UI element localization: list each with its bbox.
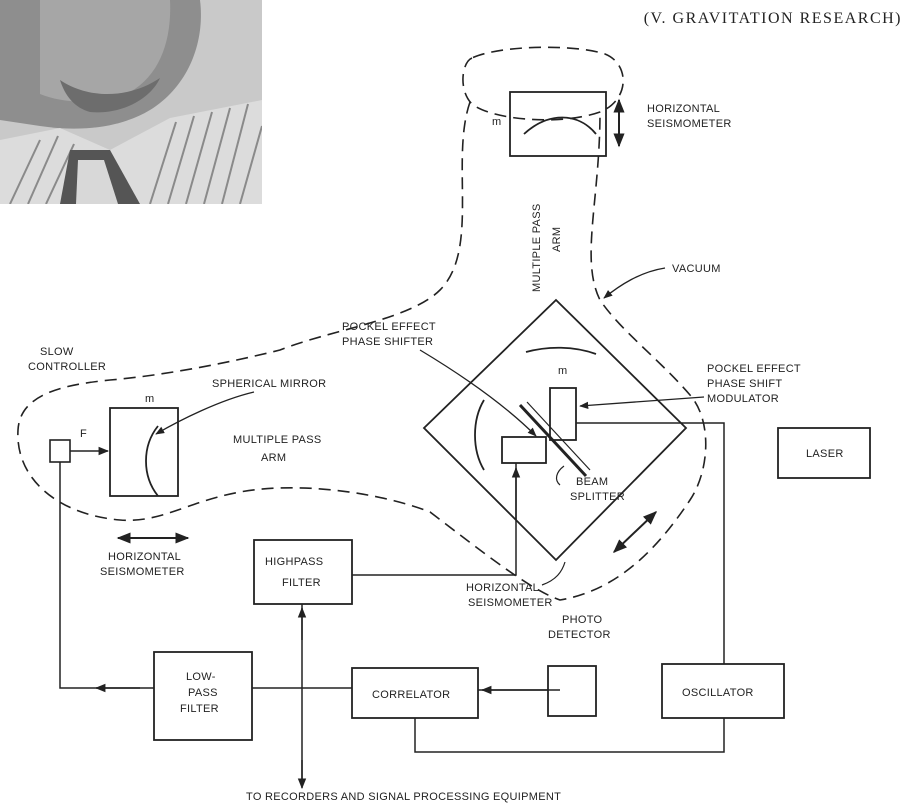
vacuum-pointer [603, 267, 666, 299]
horizontal-arm-label-1: MULTIPLE PASS [233, 434, 321, 446]
laser-box [777, 427, 871, 479]
force-actuator-box [49, 439, 71, 463]
vacuum-enclosure [17, 46, 707, 601]
highpass-filter-box [253, 539, 353, 605]
slow-controller-label-1: SLOW [40, 346, 74, 358]
highpass-filter-label-2: FILTER [282, 577, 321, 589]
beam-splitter-label-1: BEAM [576, 476, 608, 488]
top-mirror [523, 116, 597, 135]
lowpass-filter-label-3: FILTER [180, 703, 219, 715]
top-mass-label: m [492, 116, 501, 128]
beam-splitter-pointer [555, 465, 565, 486]
top-seismometer-label-1: HORIZONTAL [647, 103, 720, 115]
phase-shift-modulator-block [549, 387, 577, 441]
bottom-seismometer-label-2: SEISMOMETER [468, 597, 553, 609]
slow-controller-label-2: CONTROLLER [28, 361, 106, 373]
force-label: F [80, 428, 87, 440]
spherical-mirror-pointer [155, 391, 255, 435]
vacuum-label: VACUUM [672, 263, 721, 275]
photo-detector-box [547, 665, 597, 717]
correlator-label: CORRELATOR [372, 689, 450, 701]
vertical-arm-label-2: ARM [551, 227, 563, 252]
phase-shifter-block [501, 436, 547, 464]
signal-wiring [59, 422, 725, 780]
spherical-mirror-label: SPHERICAL MIRROR [212, 378, 326, 390]
oscillator-box [661, 663, 785, 719]
left-seismometer-label-2: SEISMOMETER [100, 566, 185, 578]
spherical-mirror [145, 425, 159, 497]
vertical-arm-label-1: MULTIPLE PASS [531, 204, 543, 292]
beam-splitter-label-2: SPLITTER [570, 491, 625, 503]
modulator-pointer [579, 396, 705, 410]
modulator-label-1: POCKEL EFFECT [707, 363, 801, 375]
modulator-label-3: MODULATOR [707, 393, 779, 405]
lowpass-filter-box [153, 651, 253, 741]
chamber-mass-label: m [558, 365, 567, 377]
horizontal-arm-label-2: ARM [261, 452, 286, 464]
phase-shifter-label-1: POCKEL EFFECT [342, 321, 436, 333]
laser-label: LASER [806, 448, 844, 460]
lowpass-filter-label-1: LOW- [186, 671, 216, 683]
top-seismometer-label-2: SEISMOMETER [647, 118, 732, 130]
bottom-seismometer-label-1: HORIZONTAL [466, 582, 539, 594]
photo-detector-label-1: PHOTO [562, 614, 603, 626]
vacuum-chamber-diamond [422, 298, 688, 562]
bottom-seismometer-arrow [612, 511, 658, 553]
left-mirror [474, 399, 485, 471]
portrait-image [0, 0, 262, 204]
recorders-label: TO RECORDERS AND SIGNAL PROCESSING EQUIP… [246, 791, 561, 803]
phase-shifter-pointer [419, 349, 537, 437]
left-mass-box [109, 407, 179, 497]
photo-detector-label-2: DETECTOR [548, 629, 611, 641]
left-seismometer-label-1: HORIZONTAL [108, 551, 181, 563]
upper-mirror [525, 346, 597, 355]
phase-shifter-label-2: PHASE SHIFTER [342, 336, 433, 348]
beam-splitter [518, 403, 588, 478]
beam-splitter-edge [526, 401, 591, 471]
portrait-photo [0, 0, 262, 204]
left-mass-label: m [145, 393, 154, 405]
lowpass-filter-label-2: PASS [188, 687, 218, 699]
bottom-seismometer-pointer [541, 561, 566, 586]
highpass-filter-label-1: HIGHPASS [265, 556, 323, 568]
modulator-label-2: PHASE SHIFT [707, 378, 782, 390]
oscillator-label: OSCILLATOR [682, 687, 754, 699]
top-mass-box [509, 91, 607, 157]
section-header: (V. GRAVITATION RESEARCH) [643, 10, 902, 27]
